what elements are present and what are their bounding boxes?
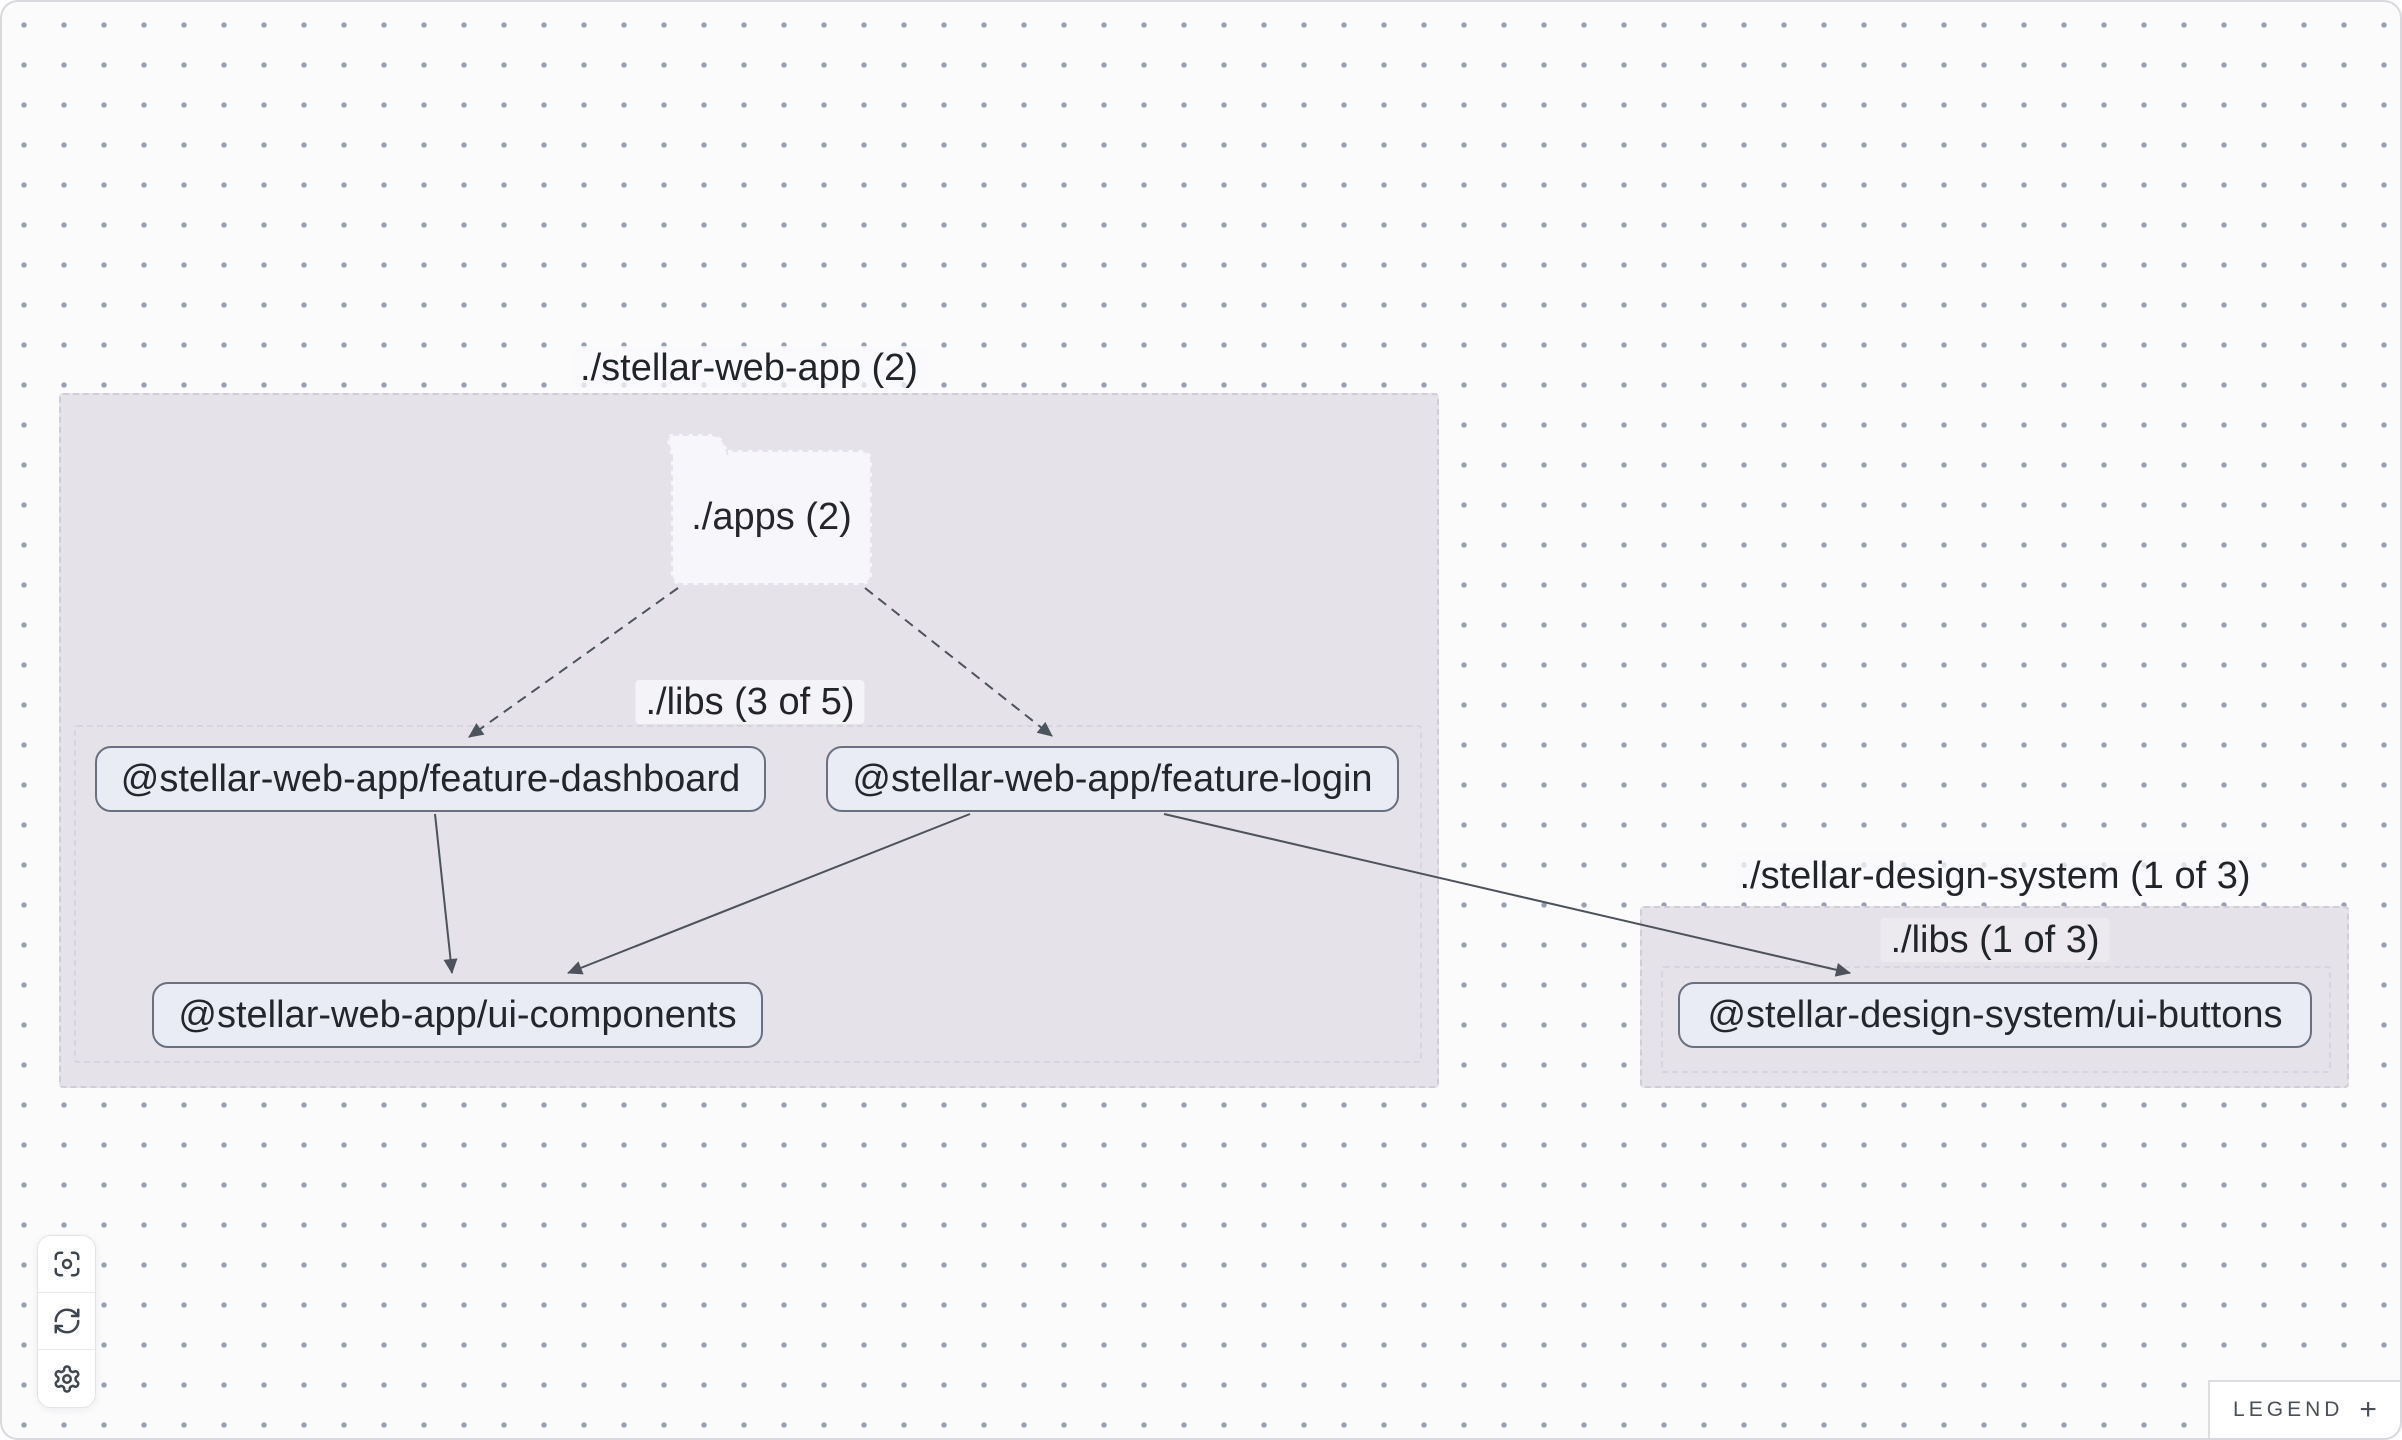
graph-toolbar xyxy=(37,1235,96,1408)
node-feature-dashboard[interactable]: @stellar-web-app/feature-dashboard xyxy=(95,746,766,812)
refresh-graph-button[interactable] xyxy=(38,1293,95,1350)
focus-icon xyxy=(54,1251,79,1277)
node-ui-buttons[interactable]: @stellar-design-system/ui-buttons xyxy=(1678,982,2312,1048)
legend-panel[interactable]: LEGEND + xyxy=(2208,1380,2400,1438)
node-feature-dashboard-label: @stellar-web-app/feature-dashboard xyxy=(120,757,741,800)
group-stellar-design-system-label: ./stellar-design-system (1 of 3) xyxy=(1729,854,2261,898)
node-ui-components-label: @stellar-web-app/ui-components xyxy=(178,993,737,1036)
node-feature-login-label: @stellar-web-app/feature-login xyxy=(852,757,1373,800)
node-ui-components[interactable]: @stellar-web-app/ui-components xyxy=(152,982,763,1048)
folder-node-apps[interactable]: ./apps (2) xyxy=(671,450,872,585)
gear-icon xyxy=(54,1364,79,1393)
node-ui-buttons-label: @stellar-design-system/ui-buttons xyxy=(1707,993,2283,1036)
node-feature-login[interactable]: @stellar-web-app/feature-login xyxy=(826,746,1399,812)
refresh-icon xyxy=(54,1308,79,1334)
expand-legend-icon: + xyxy=(2359,1393,2377,1426)
legend-label: LEGEND xyxy=(2233,1398,2344,1421)
center-graph-button[interactable] xyxy=(38,1236,95,1293)
group-stellar-design-system-libs-label: ./libs (1 of 3) xyxy=(1880,918,2110,962)
group-stellar-web-app-label: ./stellar-web-app (2) xyxy=(570,346,928,390)
group-stellar-design-system-libs xyxy=(1661,966,2331,1073)
settings-button[interactable] xyxy=(38,1350,95,1407)
group-stellar-web-app-libs-label: ./libs (3 of 5) xyxy=(635,680,865,724)
folder-node-apps-label: ./apps (2) xyxy=(691,496,852,538)
